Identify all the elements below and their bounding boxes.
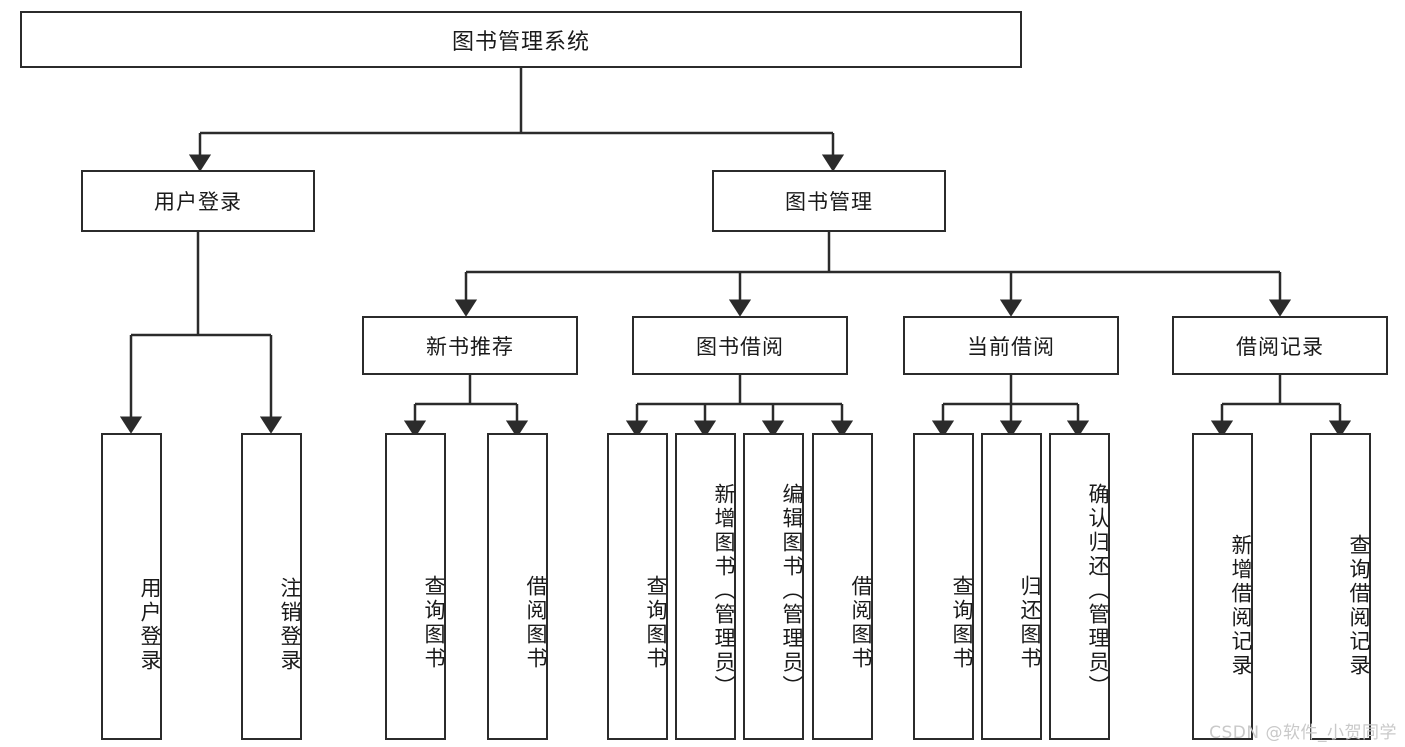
node-current-borrow[interactable]: 当前借阅 xyxy=(903,316,1119,375)
node-new-book-recommend-label: 新书推荐 xyxy=(426,334,514,359)
leaf-borrow-query-book-label: 查询图书 xyxy=(644,575,668,671)
node-book-management[interactable]: 图书管理 xyxy=(712,170,946,232)
node-new-book-recommend[interactable]: 新书推荐 xyxy=(362,316,578,375)
leaf-borrow-borrow-book-label: 借阅图书 xyxy=(849,575,873,671)
node-book-borrow[interactable]: 图书借阅 xyxy=(632,316,848,375)
watermark-text: CSDN @软件_小贺同学 xyxy=(1209,723,1397,743)
node-book-management-label: 图书管理 xyxy=(785,190,873,214)
leaf-new-book-query-label: 查询图书 xyxy=(422,575,446,671)
node-borrow-record[interactable]: 借阅记录 xyxy=(1172,316,1388,375)
leaf-current-confirm-return[interactable]: 确认归还（管理员） xyxy=(1049,433,1110,740)
leaf-new-book-query[interactable]: 查询图书 xyxy=(385,433,446,740)
leaf-current-query-book-label: 查询图书 xyxy=(950,575,974,671)
leaf-record-add-label: 新增借阅记录 xyxy=(1229,533,1253,678)
leaf-current-return-book-label: 归还图书 xyxy=(1018,575,1042,671)
leaf-record-query[interactable]: 查询借阅记录 xyxy=(1310,433,1371,740)
leaf-user-login-logout[interactable]: 注销登录 xyxy=(241,433,302,740)
leaf-new-book-borrow[interactable]: 借阅图书 xyxy=(487,433,548,740)
leaf-borrow-borrow-book[interactable]: 借阅图书 xyxy=(812,433,873,740)
leaf-borrow-edit-book[interactable]: 编辑图书（管理员） xyxy=(743,433,804,740)
leaf-user-login-logout-label: 注销登录 xyxy=(278,577,302,673)
leaf-record-query-label: 查询借阅记录 xyxy=(1347,533,1371,678)
leaf-user-login-login-label: 用户登录 xyxy=(138,577,162,673)
node-borrow-record-label: 借阅记录 xyxy=(1236,334,1324,359)
node-user-login-label: 用户登录 xyxy=(154,190,242,214)
leaf-record-add[interactable]: 新增借阅记录 xyxy=(1192,433,1253,740)
node-book-borrow-label: 图书借阅 xyxy=(696,334,784,359)
node-root-label: 图书管理系统 xyxy=(451,29,590,55)
leaf-borrow-add-book-label: 新增图书（管理员） xyxy=(712,482,736,699)
node-user-login[interactable]: 用户登录 xyxy=(81,170,315,232)
node-root[interactable]: 图书管理系统 xyxy=(20,11,1022,68)
leaf-current-confirm-return-label: 确认归还（管理员） xyxy=(1086,482,1110,699)
leaf-borrow-edit-book-label: 编辑图书（管理员） xyxy=(780,482,804,699)
leaf-borrow-add-book[interactable]: 新增图书（管理员） xyxy=(675,433,736,740)
leaf-current-query-book[interactable]: 查询图书 xyxy=(913,433,974,740)
leaf-borrow-query-book[interactable]: 查询图书 xyxy=(607,433,668,740)
leaf-new-book-borrow-label: 借阅图书 xyxy=(524,575,548,671)
leaf-user-login-login[interactable]: 用户登录 xyxy=(101,433,162,740)
leaf-current-return-book[interactable]: 归还图书 xyxy=(981,433,1042,740)
node-current-borrow-label: 当前借阅 xyxy=(967,334,1055,359)
